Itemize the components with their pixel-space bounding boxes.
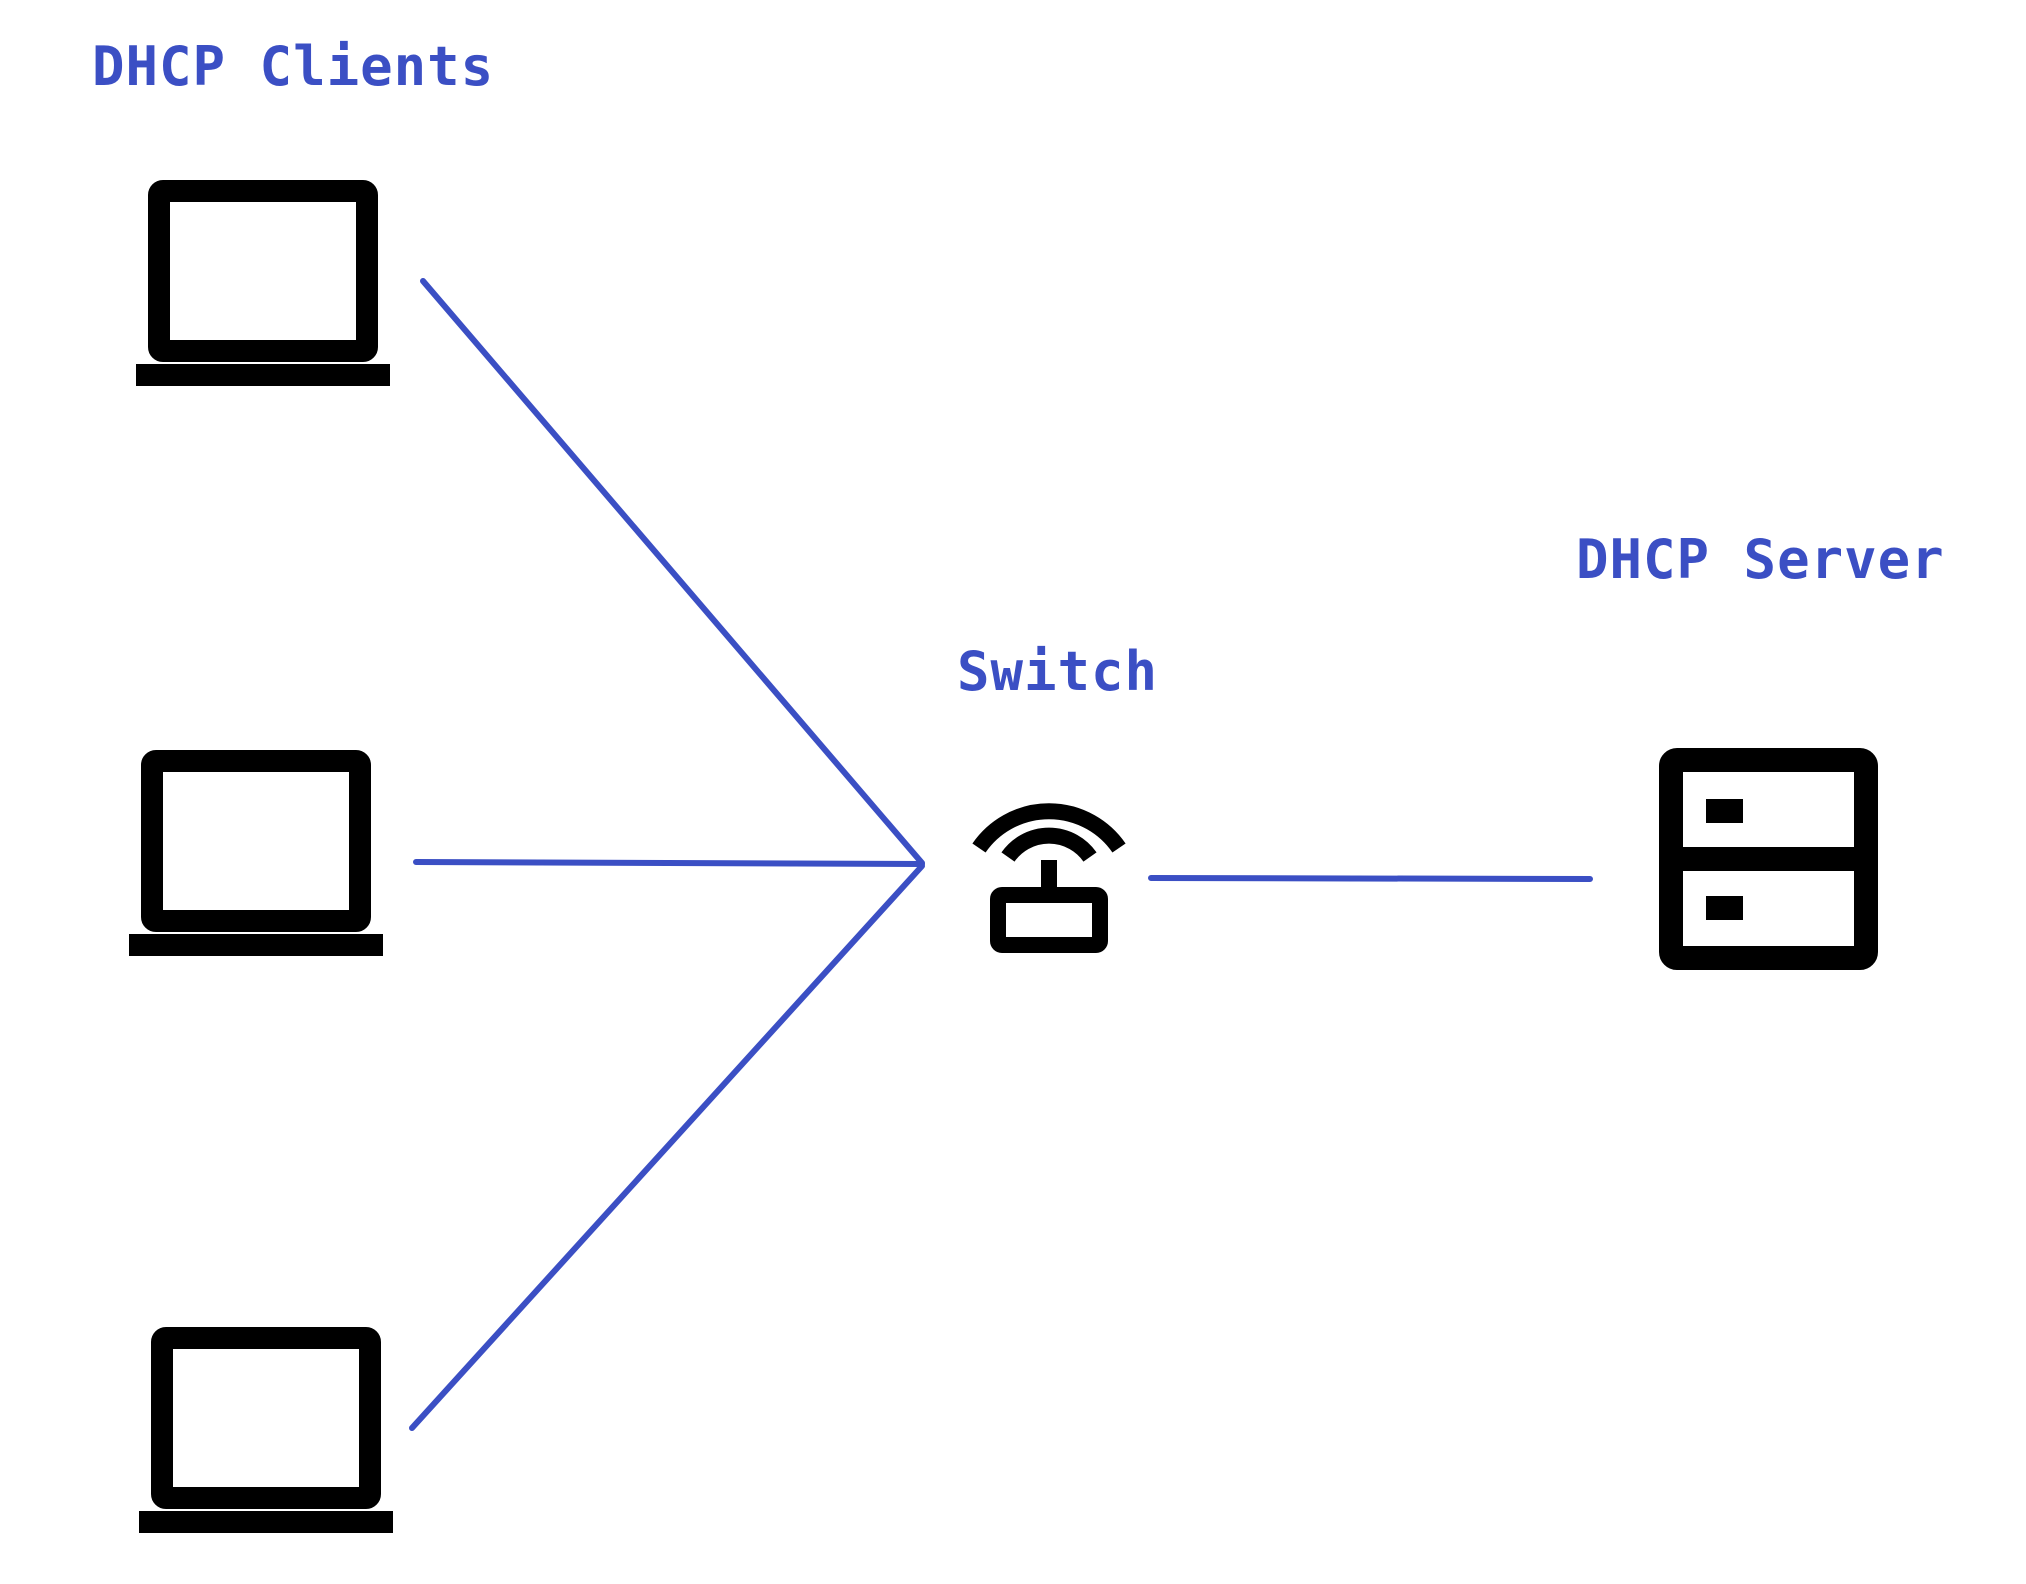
link-client-3-switch — [409, 863, 925, 1431]
wireless-router-icon — [972, 803, 1126, 953]
link-switch-server — [1148, 875, 1593, 882]
clients-label: DHCP Clients — [92, 35, 495, 98]
switch-label: Switch — [957, 640, 1159, 703]
connection-links — [409, 278, 1593, 1431]
server-label: DHCP Server — [1576, 528, 1945, 591]
link-client-1-switch — [420, 278, 925, 866]
server-icon — [1659, 748, 1878, 970]
laptop-icon — [139, 1327, 393, 1533]
laptop-icon — [129, 750, 383, 956]
link-client-2-switch — [413, 859, 925, 867]
laptop-icon — [136, 180, 390, 386]
